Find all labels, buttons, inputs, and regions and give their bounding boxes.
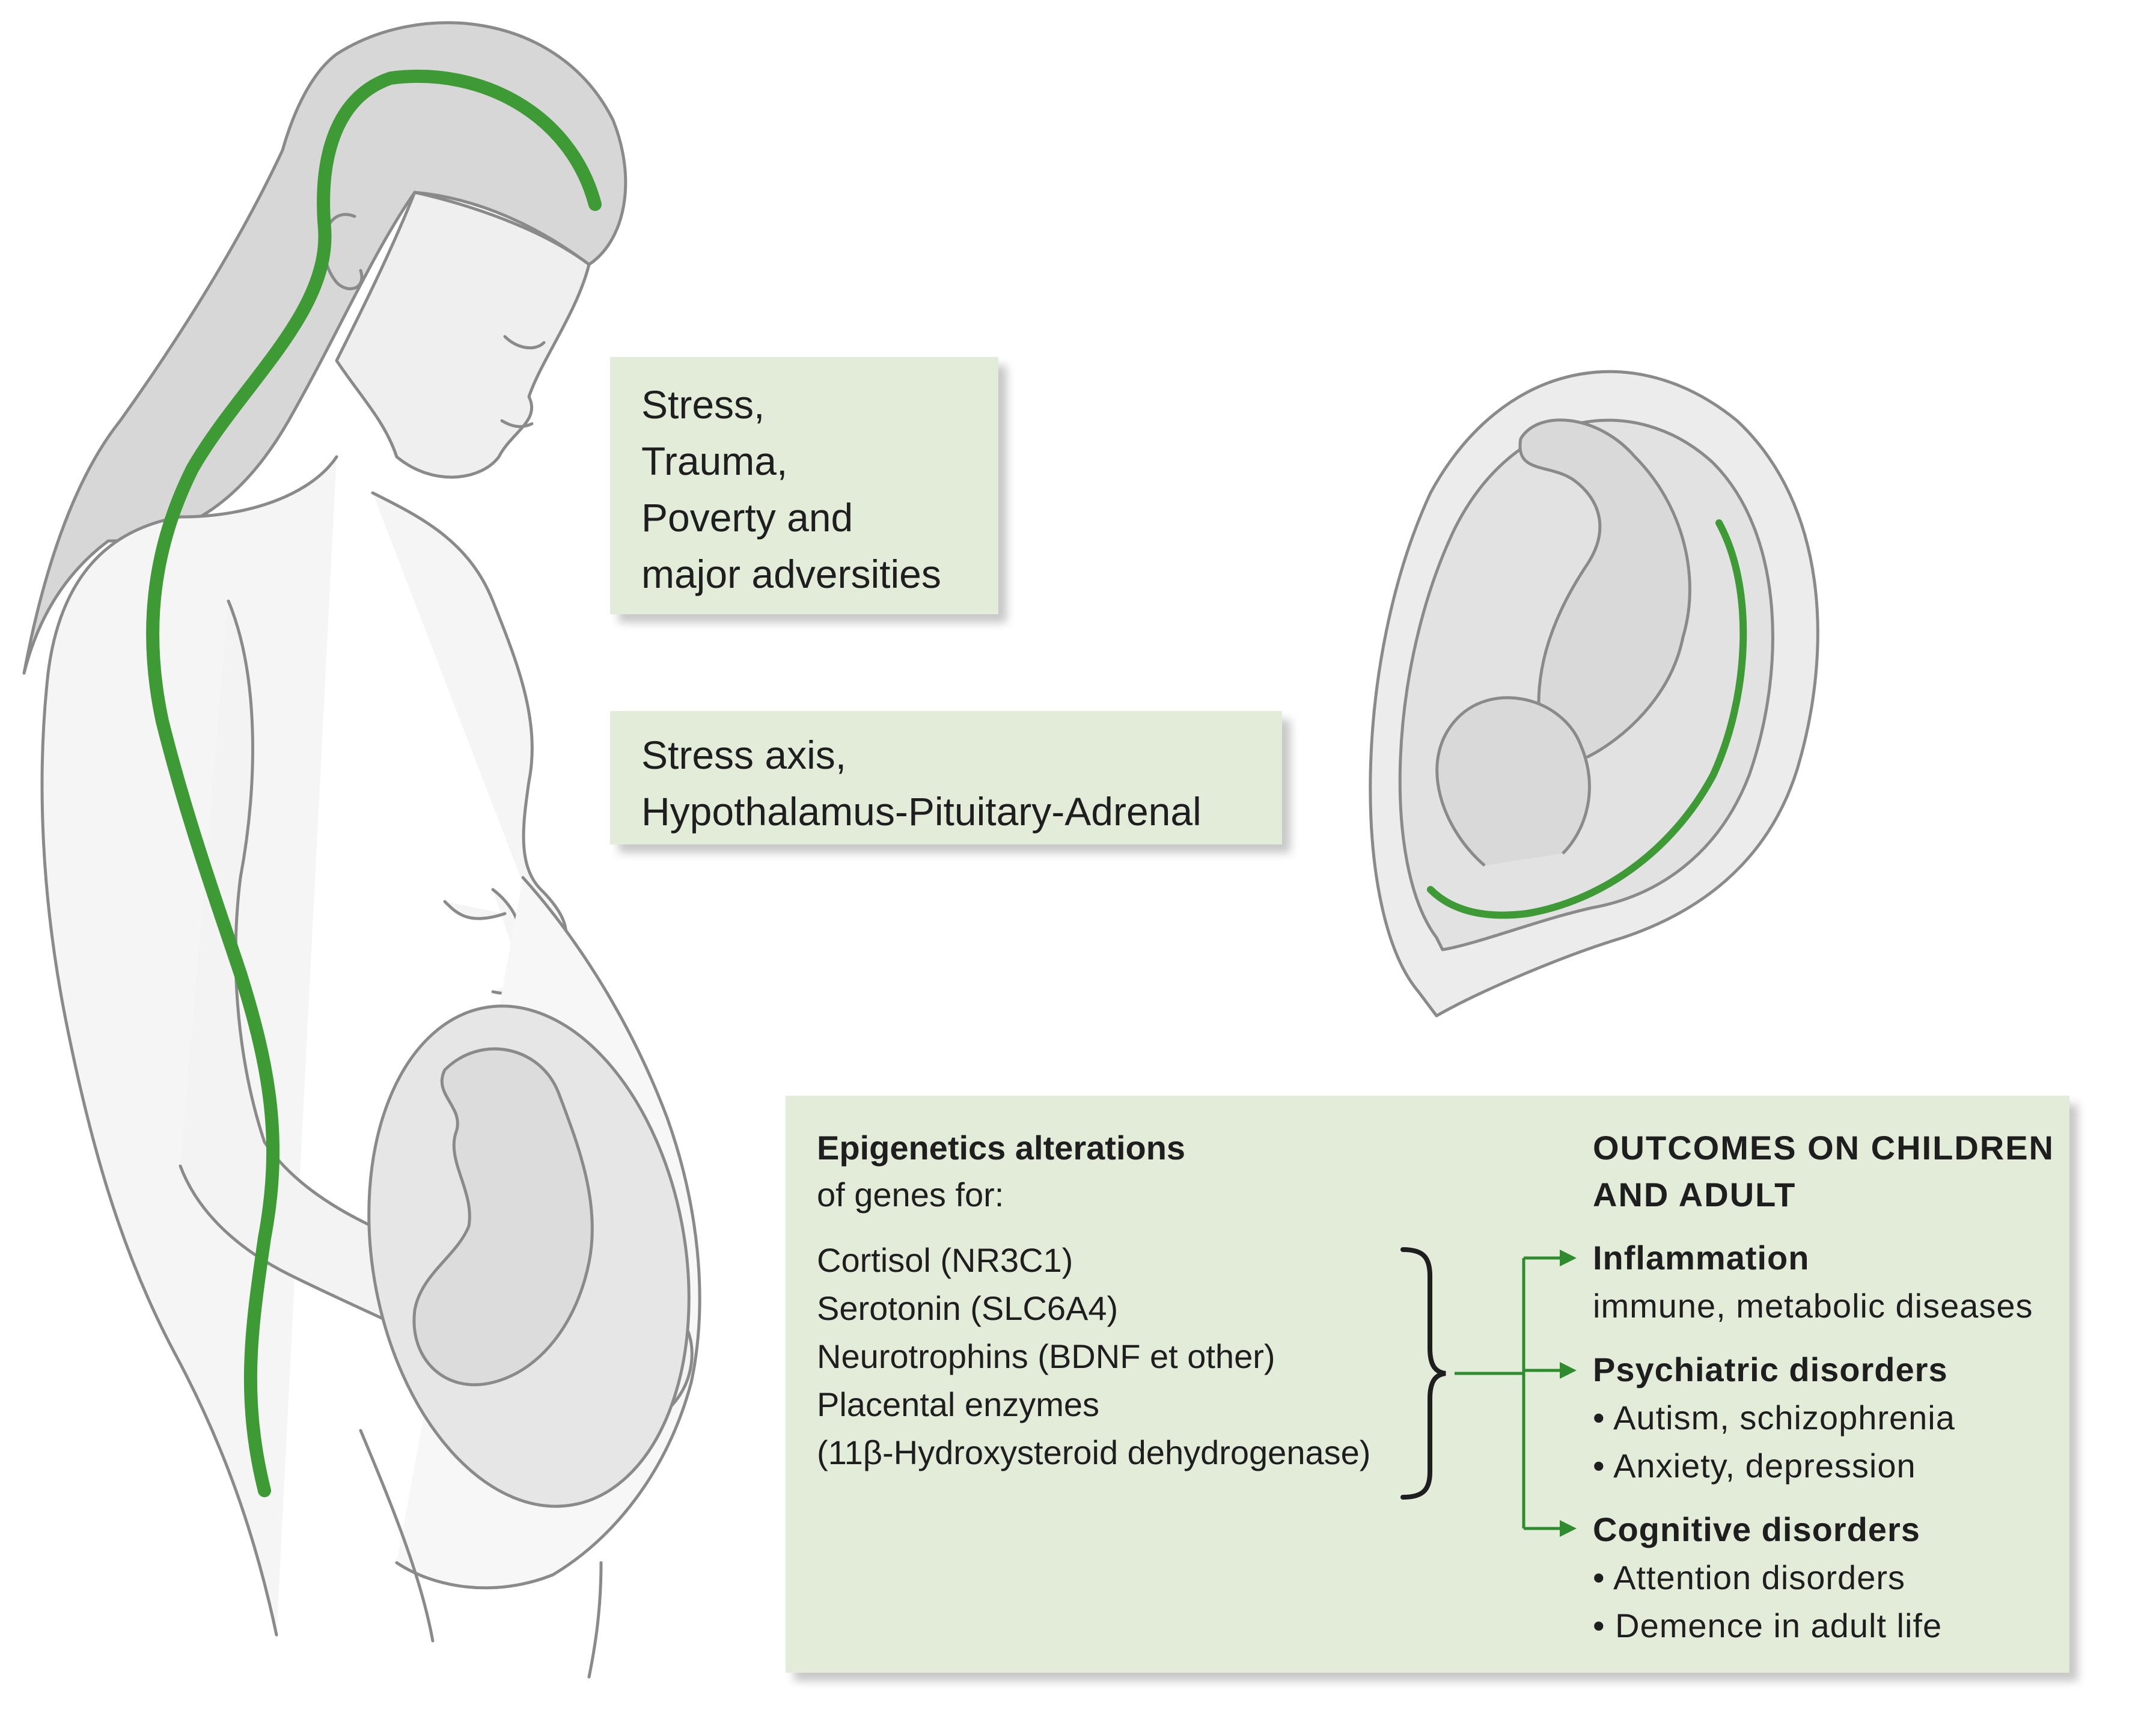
- outcomes-title-line: AND ADULT: [1593, 1176, 1797, 1214]
- stressors-box: Stress, Trauma, Poverty and major advers…: [610, 357, 998, 614]
- outcome-heading: Psychiatric disorders: [1593, 1351, 1948, 1388]
- face: [335, 191, 591, 479]
- stressor-line: major adversities: [641, 552, 941, 596]
- outcome-item: • Autism, schizophrenia: [1593, 1399, 1955, 1437]
- arrowhead-cognitive: [1560, 1520, 1577, 1537]
- green-placenta-line: [1427, 519, 1747, 919]
- outcome-heading: Inflammation: [1593, 1239, 1810, 1277]
- outcomes-title-line: OUTCOMES ON CHILDREN: [1593, 1129, 2054, 1167]
- eye: [503, 335, 546, 350]
- outcome-item: • Attention disorders: [1593, 1559, 1905, 1596]
- leg: [359, 1429, 603, 1679]
- stress-axis-box: Stress axis, Hypothalamus-Pituitary-Adre…: [610, 711, 1282, 844]
- gene-item: Cortisol (NR3C1): [817, 1241, 1073, 1279]
- outcome-cognitive: Cognitive disorders • Attention disorder…: [1593, 1506, 1942, 1650]
- mouth: [500, 419, 534, 429]
- fetus-in-uterus-drawing: [1369, 370, 1819, 1018]
- epigenetics-outcomes-box: Epigenetics alterations of genes for: Co…: [786, 1096, 2069, 1673]
- outcomes-title: OUTCOMES ON CHILDREN AND ADULT: [1593, 1125, 2054, 1218]
- outcome-psychiatric: Psychiatric disorders • Autism, schizoph…: [1593, 1346, 1955, 1490]
- stressor-line: Trauma,: [641, 439, 788, 483]
- gene-item: (11β-Hydroxysteroid dehydrogenase): [817, 1434, 1371, 1471]
- gene-item: Neurotrophins (BDNF et other): [817, 1337, 1275, 1375]
- arrowhead-inflammation: [1560, 1250, 1577, 1266]
- gene-item: Serotonin (SLC6A4): [817, 1289, 1119, 1327]
- ear: [322, 213, 364, 290]
- epigenetics-title: Epigenetics alterations of genes for:: [817, 1125, 1185, 1218]
- gene-list: Cortisol (NR3C1) Serotonin (SLC6A4) Neur…: [817, 1236, 1370, 1477]
- outcome-item: immune, metabolic diseases: [1593, 1287, 2033, 1325]
- connector-diagram: [1400, 1247, 1577, 1537]
- curly-brace: [1400, 1247, 1446, 1500]
- outcome-item: • Anxiety, depression: [1593, 1447, 1916, 1485]
- stress-axis-line: Hypothalamus-Pituitary-Adrenal: [641, 789, 1202, 834]
- stressor-line: Stress,: [641, 382, 765, 427]
- pregnant-woman-drawing: [22, 21, 701, 1679]
- gene-item: Placental enzymes: [817, 1385, 1100, 1423]
- arrowhead-psychiatric: [1560, 1362, 1577, 1379]
- stressor-line: Poverty and: [641, 495, 854, 540]
- fetus-in-belly: [412, 1047, 594, 1387]
- outcome-heading: Cognitive disorders: [1593, 1510, 1920, 1548]
- epigenetics-heading: Epigenetics alterations: [817, 1129, 1186, 1167]
- stress-axis-line: Stress axis,: [641, 733, 847, 777]
- outcome-inflammation: Inflammation immune, metabolic diseases: [1593, 1234, 2033, 1330]
- green-stress-pathway: [146, 70, 602, 1497]
- epigenetics-subheading: of genes for:: [817, 1176, 1004, 1214]
- fetus: [1435, 418, 1691, 867]
- branch-arrows: [1455, 1250, 1577, 1537]
- outcome-item: • Demence in adult life: [1593, 1607, 1943, 1644]
